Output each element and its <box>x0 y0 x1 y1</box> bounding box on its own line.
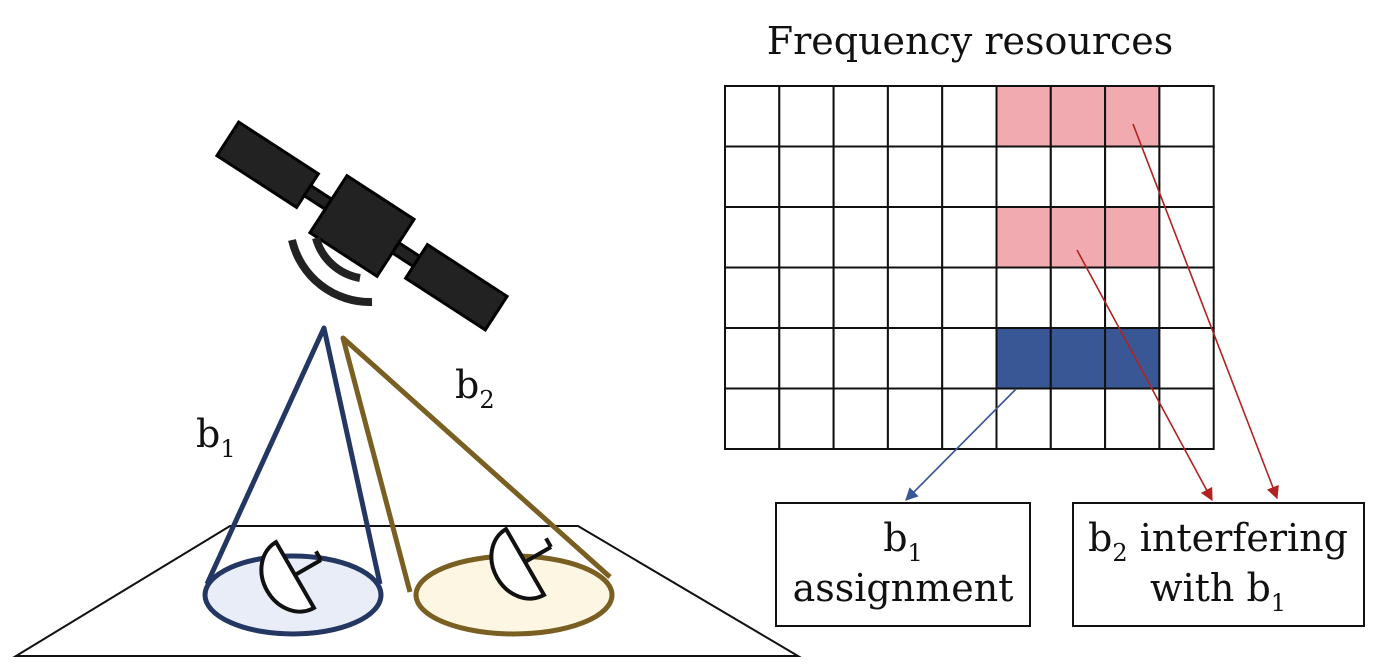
assignment-box-line1: b1 <box>883 516 923 567</box>
arrow-b2-interfering-row1 <box>1132 123 1279 500</box>
frequency-grid <box>724 85 1215 450</box>
grid-cell-interfering <box>995 206 1052 269</box>
grid-cell <box>995 145 1052 208</box>
grid-cell <box>995 387 1052 450</box>
grid-cell <box>724 327 781 390</box>
grid-cell-interfering <box>1104 85 1161 148</box>
dish-antenna-icon <box>489 526 553 601</box>
grid-cell <box>1158 85 1215 148</box>
assignment-box <box>775 502 1031 627</box>
grid-cell <box>1049 145 1107 208</box>
grid-cell <box>1049 387 1107 450</box>
grid-cell <box>995 266 1052 329</box>
grid-cell-assigned <box>1104 327 1161 390</box>
grid-cell <box>1158 145 1215 208</box>
grid-cell <box>724 206 781 269</box>
beam-b2-cone <box>340 335 612 593</box>
grid-cell-assigned <box>995 327 1052 390</box>
grid-cell <box>832 145 889 208</box>
grid-cell <box>724 145 781 208</box>
grid-cell <box>886 387 944 450</box>
grid-cell <box>778 85 835 148</box>
grid-cell <box>832 327 889 390</box>
grid-cell <box>941 266 998 329</box>
satellite-icon <box>214 120 510 332</box>
grid-cell <box>832 85 889 148</box>
grid-cell <box>886 85 944 148</box>
grid-cell-interfering <box>1104 206 1161 269</box>
grid-cell <box>778 206 835 269</box>
grid-cell <box>1049 266 1107 329</box>
arrow-b1-assignment <box>905 388 1017 501</box>
assignment-box-line2: assignment <box>793 566 1014 610</box>
grid-cell <box>832 206 889 269</box>
grid-cell <box>1158 206 1215 269</box>
page-title: Frequency resources <box>767 19 1174 63</box>
grid-cell <box>724 85 781 148</box>
grid-cell <box>941 85 998 148</box>
interfering-box-line1: b2 interfering <box>1088 516 1348 567</box>
grid-cell-interfering <box>1049 206 1107 269</box>
grid-cell <box>886 327 944 390</box>
grid-cell <box>886 206 944 269</box>
grid-cell <box>886 266 944 329</box>
grid-cell <box>778 145 835 208</box>
grid-cell <box>886 145 944 208</box>
beam-b2-label: b2 <box>455 363 495 414</box>
arrow-b2-interfering-row3 <box>1076 249 1213 502</box>
grid-cell-interfering <box>995 85 1052 148</box>
grid-cell <box>832 266 889 329</box>
grid-cell <box>1104 266 1161 329</box>
grid-cell-interfering <box>1049 85 1107 148</box>
grid-cell <box>778 327 835 390</box>
grid-cell <box>1158 266 1215 329</box>
grid-cell <box>941 387 998 450</box>
grid-cell-assigned <box>1049 327 1107 390</box>
grid-cell <box>941 327 998 390</box>
interfering-box-line2: with b1 <box>1150 566 1286 617</box>
signal-waves-icon <box>288 236 373 307</box>
grid-cell <box>724 266 781 329</box>
beam-b1-cone <box>204 325 383 586</box>
grid-cell <box>1158 327 1215 390</box>
grid-cell <box>1104 387 1161 450</box>
grid-cell <box>778 387 835 450</box>
dish-antenna-icon <box>259 539 323 614</box>
grid-cell <box>724 387 781 450</box>
grid-cell <box>832 387 889 450</box>
ground-plane <box>12 525 802 657</box>
grid-cell <box>1104 145 1161 208</box>
grid-cell <box>778 266 835 329</box>
beam-b1-label: b1 <box>196 412 236 463</box>
grid-cell <box>941 206 998 269</box>
interfering-box <box>1072 502 1365 627</box>
grid-cell <box>941 145 998 208</box>
